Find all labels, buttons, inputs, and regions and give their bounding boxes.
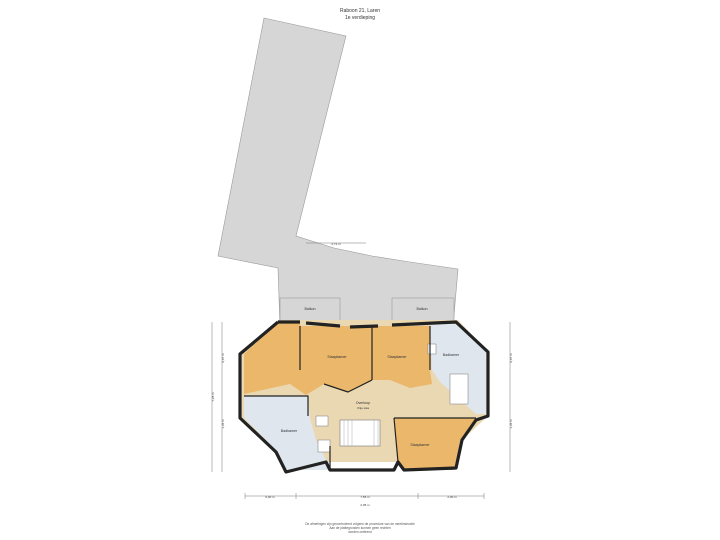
room-label-landing-sub: Vrije stas (357, 406, 370, 410)
room-label-bedroom-2: Slaapkamer (387, 355, 407, 359)
stairs (339, 419, 381, 447)
dimension-lines (211, 242, 511, 499)
page-title: Raboon 21, Laren (339, 8, 381, 14)
bathroom-1 (430, 324, 486, 414)
exterior-area (217, 17, 459, 331)
dim-left-lower: 1,35 m (221, 419, 225, 429)
walls (238, 320, 490, 474)
footnote-line-3: worden ontleend (348, 530, 372, 534)
bedroom-1 (244, 322, 372, 395)
floor-subtitle: 1e verdieping (344, 15, 376, 21)
room-label-bedroom-1: Slaapkamer (327, 355, 347, 359)
dim-bottom-total: 2,05 m (360, 503, 370, 507)
room-label-bathroom-1: Badkamer (443, 353, 460, 357)
dim-left-upper: 0,07 m (221, 353, 225, 363)
dim-bottom-right: 2,00 m (447, 495, 457, 499)
room-label-bathroom-2: Badkamer (281, 429, 298, 433)
footnote-line-2: Aan de plattegronden kunnen geen rechten (329, 526, 391, 530)
dim-bottom-left: 0,00 m (265, 495, 275, 499)
dim-left-total: 7,28 m (211, 392, 215, 402)
bathroom-fixtures (315, 343, 469, 453)
footnote-line-1: De afmetingen zijn gecontroleerd volgens… (305, 522, 415, 526)
dim-bottom-mid: 7,56 m (360, 495, 370, 499)
room-label-balcony-right: Balkon (417, 307, 428, 311)
bedroom-3 (394, 418, 476, 470)
room-label-landing: Overloop (356, 401, 371, 405)
room-label-bedroom-3: Slaapkamer (410, 443, 430, 447)
dim-right-upper: 0,07 m (509, 353, 513, 363)
room-label-balcony-left: Balkon (305, 307, 316, 311)
bedroom-2 (372, 326, 432, 388)
dim-right-lower: 1,35 m (509, 419, 513, 429)
dim-top: 2,72 m (331, 242, 341, 246)
